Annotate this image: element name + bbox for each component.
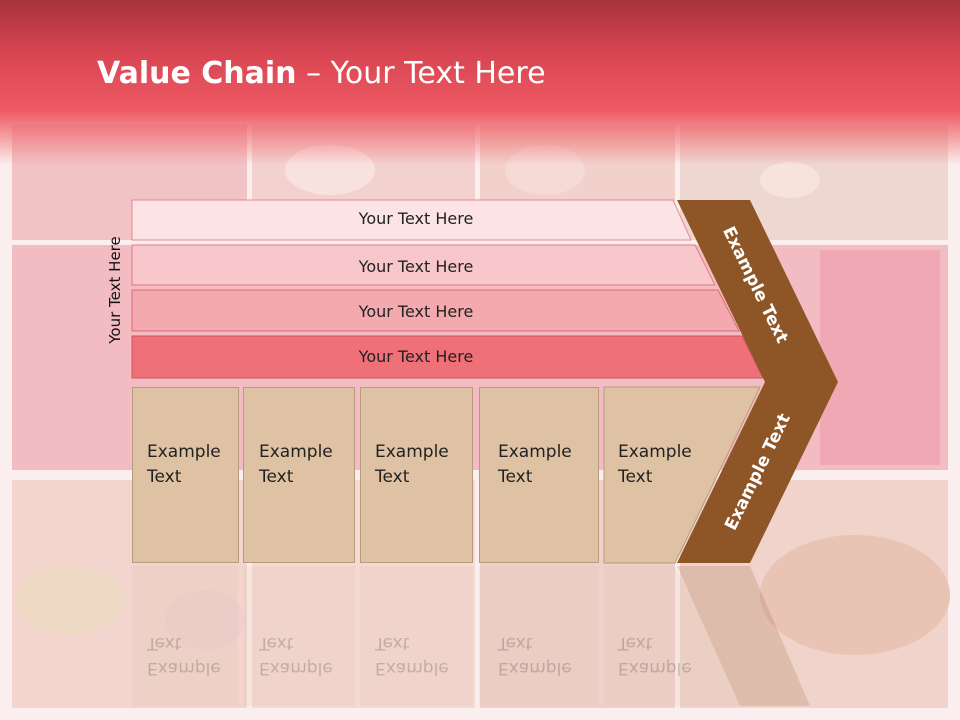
bar-2-shape — [131, 244, 716, 286]
box-3-line1: Example — [375, 442, 449, 462]
box-2-line2: Text — [259, 467, 294, 487]
box-1 — [132, 387, 239, 563]
box-3-line2: Text — [375, 467, 410, 487]
bar-4-label: Your Text Here — [358, 347, 474, 366]
slide-title-bold: Value Chain — [97, 56, 297, 91]
chevron-shape — [677, 200, 838, 563]
box-2-reflection-line1: Example — [259, 658, 333, 678]
bar-3-shape — [131, 289, 740, 332]
box-1-reflection-line1: Example — [147, 658, 221, 678]
box-3-reflection-line1: Example — [375, 658, 449, 678]
box-5-reflection-line2: Text — [618, 633, 653, 653]
bar-2-label: Your Text Here — [358, 257, 474, 276]
box-1-line2: Text — [147, 467, 182, 487]
box-3 — [360, 387, 473, 563]
box-4-line1: Example — [498, 442, 572, 462]
slide-title: Value Chain – Your Text Here — [97, 54, 546, 94]
header-band — [0, 0, 960, 165]
box-3-reflection: Example Text — [375, 630, 449, 680]
box-2 — [243, 387, 355, 563]
box-5-reflection: Example Text — [618, 630, 692, 680]
reflection-group — [132, 566, 810, 706]
box-4-line2: Text — [498, 467, 533, 487]
slide-title-rest: – Your Text Here — [296, 56, 546, 91]
box-4-reflection-line1: Example — [498, 658, 572, 678]
box-2-line1: Example — [259, 442, 333, 462]
box-1-reflection: Example Text — [147, 630, 221, 680]
box-1-line1: Example — [147, 442, 221, 462]
box-4 — [479, 387, 599, 563]
bar-4-shape — [131, 335, 764, 379]
bar-1-shape — [131, 199, 692, 241]
box-2-reflection-line2: Text — [259, 633, 294, 653]
box-1-reflection-line2: Text — [147, 633, 182, 653]
bar-3-label: Your Text Here — [358, 302, 474, 321]
box-3-reflection-line2: Text — [375, 633, 410, 653]
box-4-reflection: Example Text — [498, 630, 572, 680]
box-4-reflection-line2: Text — [498, 633, 533, 653]
last-box-shape — [603, 386, 761, 564]
bar-1-label: Your Text Here — [358, 209, 474, 228]
box-2-reflection: Example Text — [259, 630, 333, 680]
box-5-reflection-line1: Example — [618, 658, 692, 678]
box-5-line2: Text — [618, 467, 653, 487]
box-5-line1: Example — [618, 442, 692, 462]
